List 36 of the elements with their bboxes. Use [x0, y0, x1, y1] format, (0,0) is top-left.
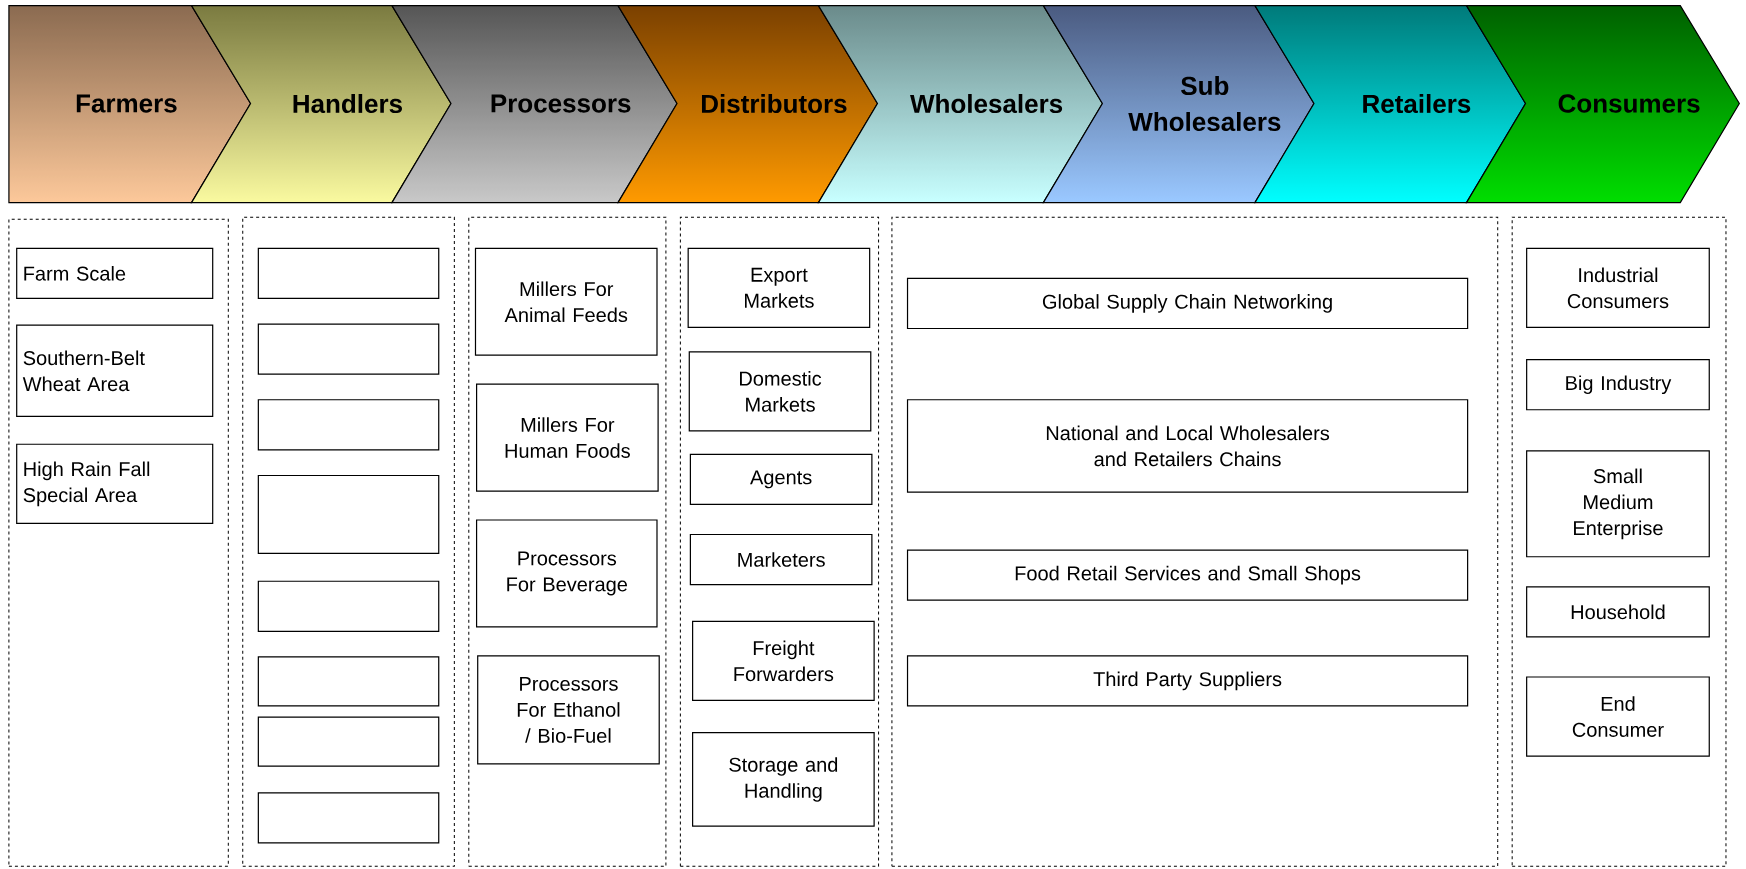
dashed-group-box [891, 216, 1499, 867]
empty-box [257, 399, 440, 451]
label-box: Farm Scale [16, 247, 214, 300]
label-box: Millers For Animal Feeds [474, 247, 658, 356]
label-box: Domestic Markets [688, 351, 872, 432]
label-box: Export Markets [687, 247, 871, 328]
label-box: Southern-Belt Wheat Area [16, 324, 214, 418]
dashed-group-box [468, 216, 667, 867]
dashed-group-box [8, 218, 229, 867]
label-box: Third Party Suppliers [906, 655, 1469, 707]
label-box: Small Medium Enterprise [1526, 450, 1710, 558]
label-box: Processors For Beverage [476, 519, 658, 628]
empty-box [257, 323, 440, 375]
label-box: Millers For Human Foods [476, 383, 659, 492]
label-box: National and Local Wholesalers and Retailers Chains [906, 399, 1469, 493]
label-box: End Consumer [1526, 676, 1710, 757]
label-box: Global Supply Chain Networking [906, 277, 1469, 330]
empty-box [257, 580, 440, 632]
label-box: Big Industry [1526, 359, 1710, 411]
label-box: Industrial Consumers [1526, 247, 1710, 328]
label-box: Storage and Handling [692, 732, 875, 827]
label-box: Household [1526, 586, 1710, 638]
empty-box [257, 247, 440, 300]
label-box: Food Retail Services and Small Shops [906, 549, 1469, 601]
dashed-group-box [242, 216, 455, 867]
dashed-group-box [679, 216, 880, 867]
label-box: Processors For Ethanol / Bio-Fuel [477, 655, 660, 765]
empty-box [257, 656, 440, 707]
dashed-group-box [1511, 216, 1727, 867]
label-box: High Rain Fall Special Area [16, 443, 214, 524]
empty-box [257, 716, 440, 767]
label-box: Marketers [689, 533, 873, 586]
empty-box [257, 474, 440, 554]
empty-box [257, 792, 440, 844]
label-box: Agents [689, 453, 873, 506]
label-box: Freight Forwarders [692, 620, 875, 701]
